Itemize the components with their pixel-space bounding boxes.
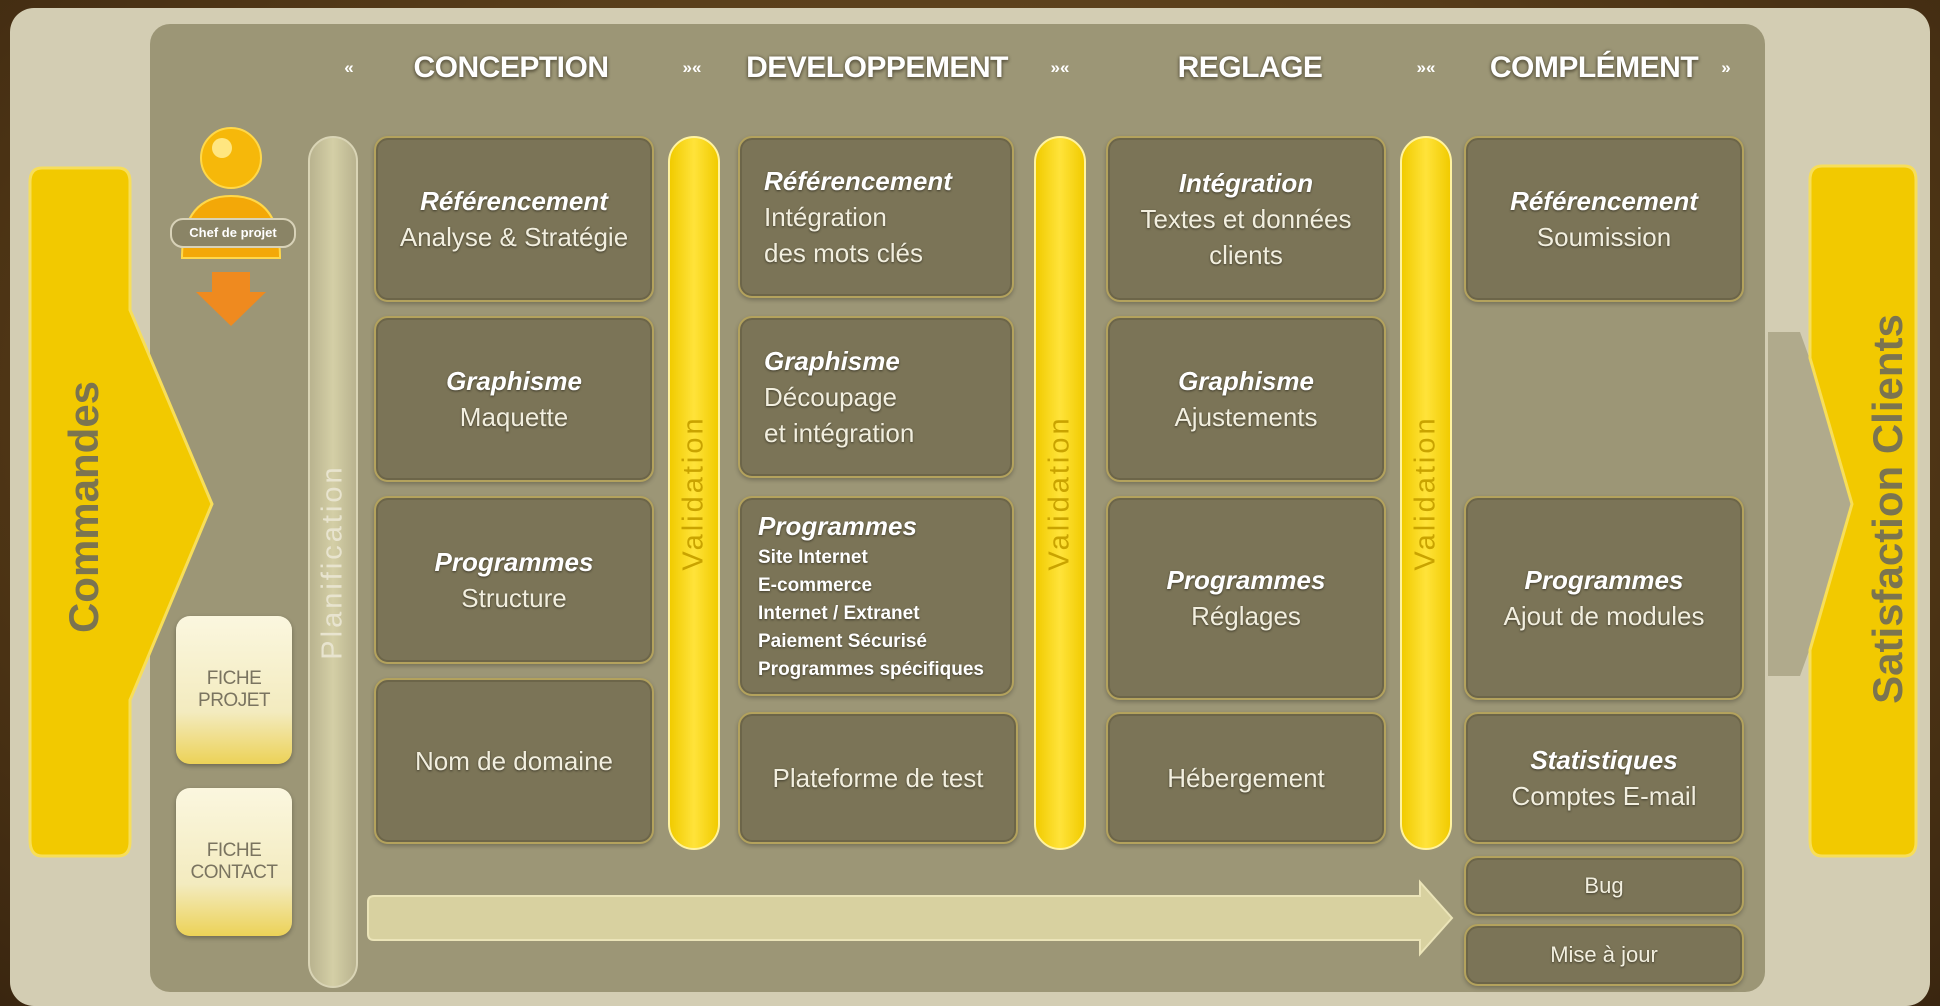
- card-referencement-integration: Référencement Intégration des mots clés: [738, 136, 1014, 298]
- fiche-projet[interactable]: FICHE PROJET: [176, 616, 292, 764]
- card-title: Graphisme: [446, 366, 582, 396]
- card-list-item: Paiement Sécurisé: [758, 631, 927, 652]
- card-title: Graphisme: [1178, 366, 1314, 396]
- fiche-contact[interactable]: FICHE CONTACT: [176, 788, 292, 936]
- card-line: Soumission: [1536, 222, 1672, 252]
- card-line: Analyse & Stratégie: [399, 222, 629, 252]
- card-line: et intégration: [764, 418, 915, 448]
- phase-separator: »«: [682, 58, 702, 77]
- fiche-contact-line2: CONTACT: [190, 862, 278, 883]
- card-integration-textes: Intégration Textes et données clients: [1106, 136, 1386, 302]
- card-title: Graphisme: [764, 346, 900, 376]
- card-title: Programmes: [1166, 565, 1326, 595]
- card-title: Intégration: [1178, 168, 1314, 198]
- validation-bar-3: Validation: [1400, 136, 1452, 850]
- card-list-item: E-commerce: [758, 575, 873, 596]
- card-line: Découpage: [764, 382, 897, 412]
- card-referencement-analyse: Référencement Analyse & Stratégie: [374, 136, 654, 302]
- card-programmes-reglages: Programmes Réglages: [1106, 496, 1386, 700]
- card-title: Programmes: [758, 511, 917, 541]
- card-graphisme-ajustements: Graphisme Ajustements: [1106, 316, 1386, 482]
- card-statistiques: Statistiques Comptes E-mail: [1464, 712, 1744, 844]
- card-graphisme-maquette: Graphisme Maquette: [374, 316, 654, 482]
- card-line: Maquette: [459, 402, 569, 432]
- phase-separator: »«: [1050, 58, 1070, 77]
- validation-bar-1: Validation: [668, 136, 720, 850]
- validation-label: Validation: [1409, 415, 1442, 571]
- card-title: Référencement: [1510, 186, 1698, 216]
- validation-bar-2: Validation: [1034, 136, 1086, 850]
- card-title: Référencement: [764, 166, 952, 196]
- fiche-projet-line1: FICHE: [206, 668, 262, 689]
- card-graphisme-decoupage: Graphisme Découpage et intégration: [738, 316, 1014, 478]
- card-title: Référencement: [420, 186, 608, 216]
- card-line: Bug: [1584, 873, 1624, 898]
- card-line: Comptes E-mail: [1511, 781, 1697, 811]
- card-list-item: Site Internet: [758, 547, 868, 568]
- fiche-projet-line2: PROJET: [198, 690, 270, 711]
- card-bug: Bug: [1464, 856, 1744, 916]
- phase-separator: »«: [1416, 58, 1436, 77]
- planification-bar: Planification: [308, 136, 358, 988]
- card-line: Hébergement: [1167, 763, 1325, 793]
- card-line: Ajustements: [1174, 402, 1318, 432]
- phase-complement: COMPLÉMENT: [1489, 51, 1699, 84]
- fiche-contact-line1: FICHE: [206, 840, 262, 861]
- validation-label: Validation: [677, 415, 710, 571]
- card-line: Textes et données: [1140, 204, 1352, 234]
- commandes-label: Commandes: [60, 380, 107, 634]
- card-line: Intégration: [764, 202, 887, 232]
- phase-developpement: DEVELOPPEMENT: [746, 51, 1008, 84]
- card-plateforme-de-test: Plateforme de test: [738, 712, 1018, 844]
- chef-badge: Chef de projet: [170, 218, 296, 248]
- satisfaction-label: Satisfaction Clients: [1864, 314, 1911, 704]
- card-line: Mise à jour: [1550, 942, 1658, 967]
- chef-badge-label: Chef de projet: [189, 225, 277, 240]
- phase-separator: »: [1721, 58, 1731, 77]
- planification-label: Planification: [316, 464, 349, 660]
- card-line: Structure: [461, 583, 567, 613]
- phase-reglage: REGLAGE: [1177, 51, 1323, 84]
- card-mise-a-jour: Mise à jour: [1464, 924, 1744, 986]
- card-referencement-soumission: Référencement Soumission: [1464, 136, 1744, 302]
- card-hebergement: Hébergement: [1106, 712, 1386, 844]
- card-line: Plateforme de test: [772, 763, 984, 793]
- card-programmes-structure: Programmes Structure: [374, 496, 654, 664]
- card-programmes-list: Programmes Site Internet E-commerce Inte…: [738, 496, 1014, 696]
- card-list-item: Programmes spécifiques: [758, 659, 984, 680]
- card-list-item: Internet / Extranet: [758, 603, 920, 624]
- card-programmes-ajout-modules: Programmes Ajout de modules: [1464, 496, 1744, 700]
- card-title: Statistiques: [1530, 745, 1678, 775]
- card-line: Réglages: [1191, 601, 1301, 631]
- card-title: Programmes: [434, 547, 594, 577]
- card-title: Programmes: [1524, 565, 1684, 595]
- card-line: des mots clés: [764, 238, 923, 268]
- phase-conception: CONCEPTION: [413, 51, 609, 84]
- validation-label: Validation: [1043, 415, 1076, 571]
- card-line: clients: [1209, 240, 1283, 270]
- phase-separator: «: [344, 58, 354, 77]
- card-nom-de-domaine: Nom de domaine: [374, 678, 654, 844]
- card-line: Ajout de modules: [1503, 601, 1705, 631]
- card-line: Nom de domaine: [415, 746, 613, 776]
